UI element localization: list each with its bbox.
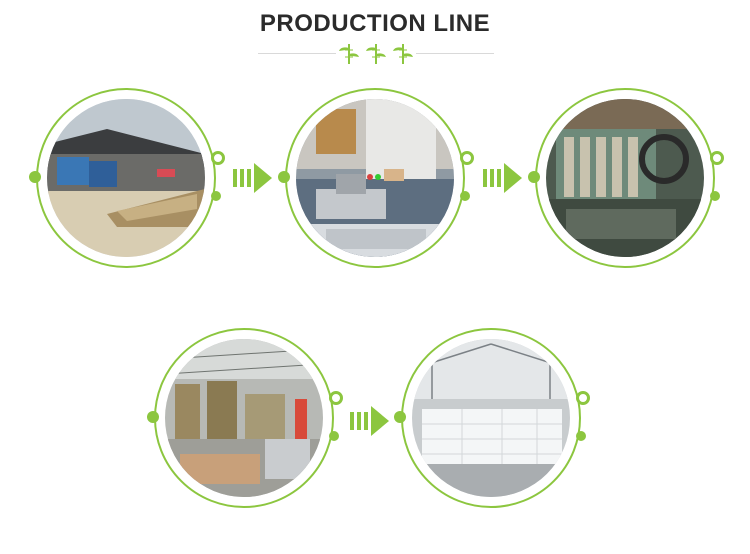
page-title: PRODUCTION LINE: [259, 10, 491, 37]
title-divider-right: [416, 53, 494, 54]
arrow-right-icon: [483, 163, 523, 193]
arrow-right-icon: [350, 406, 390, 436]
step-4-dot-right-lower: [329, 431, 339, 441]
title-divider-left: [258, 53, 336, 54]
step-4-dot-right-upper: [329, 391, 343, 405]
step-3-dot-left: [528, 171, 540, 183]
step-5-dot-left: [394, 411, 406, 423]
step-2-dot-right-lower: [460, 191, 470, 201]
step-5-dot-right-upper: [576, 391, 590, 405]
splitting-machine-photo: [546, 99, 704, 257]
step-4-dot-left: [147, 411, 159, 423]
step-1-dot-right-upper: [211, 151, 225, 165]
step-3-dot-right-upper: [710, 151, 724, 165]
bamboo-icon: [339, 44, 413, 64]
step-1-dot-left: [29, 171, 41, 183]
step-3-dot-right-lower: [710, 191, 720, 201]
worker-machine-photo: [296, 99, 454, 257]
bamboo-yard-photo: [47, 99, 205, 257]
step-1-dot-right-lower: [211, 191, 221, 201]
drying-warehouse-photo: [165, 339, 323, 497]
step-2-dot-left: [278, 171, 290, 183]
packed-goods-warehouse-photo: [412, 339, 570, 497]
step-5-dot-right-lower: [576, 431, 586, 441]
arrow-right-icon: [233, 163, 273, 193]
step-2-dot-right-upper: [460, 151, 474, 165]
bamboo-ornament: [336, 42, 416, 66]
